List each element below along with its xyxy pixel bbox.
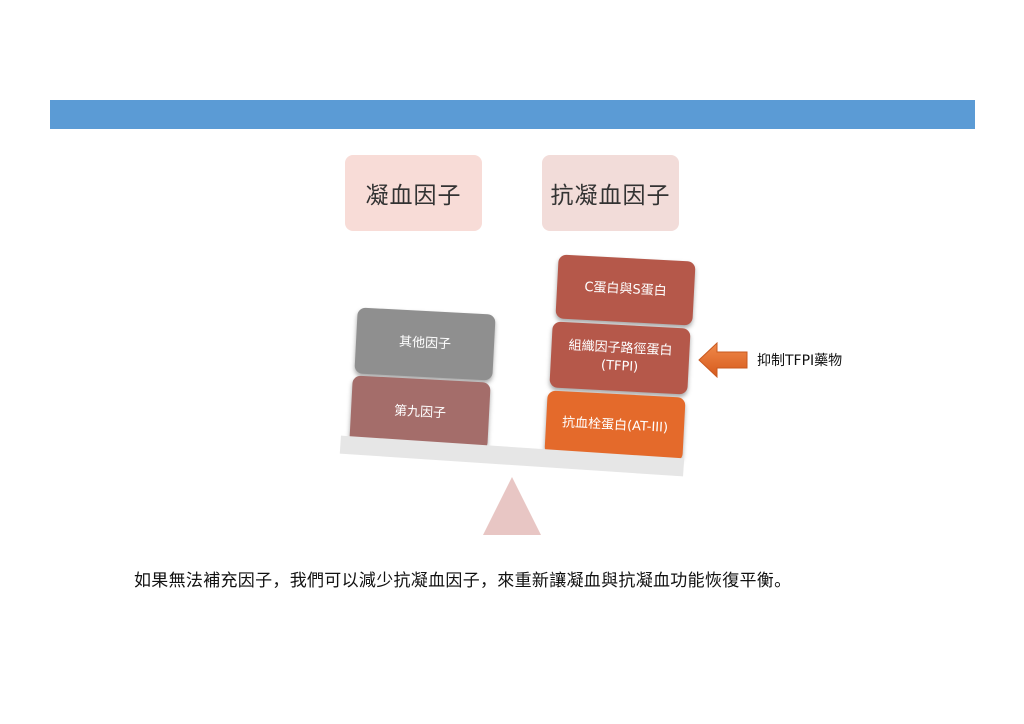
top-banner-bar (50, 100, 975, 129)
tfpi-inhibitor-label: 抑制TFPI藥物 (757, 353, 843, 369)
left-arrow-icon (697, 341, 749, 379)
other-factors-label: 其他因子 (398, 334, 452, 353)
anticoagulation-factors-label: 抗凝血因子 (550, 183, 671, 209)
caption-text: 如果無法補充因子，我們可以減少抗凝血因子，來重新讓凝血與抗凝血功能恢復平衡。 (134, 571, 792, 591)
coagulation-factors-label: 凝血因子 (365, 183, 462, 209)
other-factors-block: 其他因子 (354, 307, 496, 381)
protein-cs-block: C蛋白與S蛋白 (555, 254, 696, 326)
at3-label: 抗血栓蛋白(AT-III) (561, 415, 669, 436)
anticoagulation-factors-header: 抗凝血因子 (542, 155, 679, 231)
protein-cs-label: C蛋白與S蛋白 (584, 279, 668, 300)
factor-ix-label: 第九因子 (393, 403, 447, 422)
tfpi-label-line2: (TFPI) (600, 358, 639, 375)
balance-fulcrum (483, 477, 541, 535)
coagulation-factors-header: 凝血因子 (345, 155, 482, 231)
tfpi-block: 組織因子路徑蛋白 (TFPI) (549, 321, 691, 395)
